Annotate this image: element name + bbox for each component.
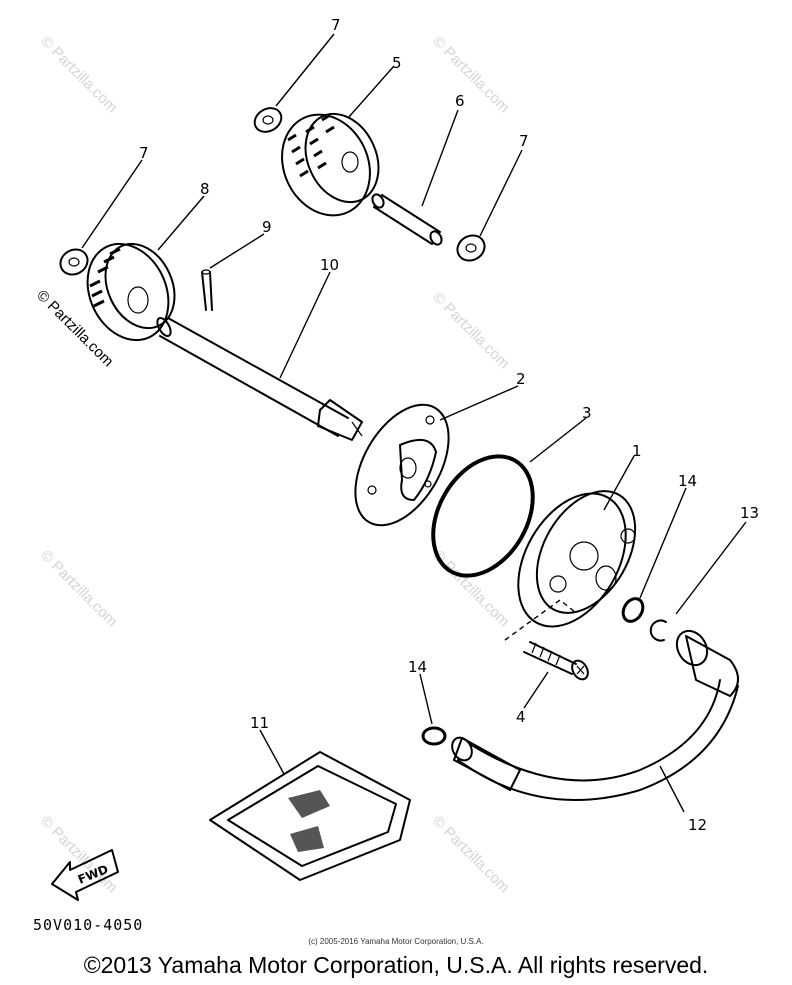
- copyright-notice: ©2013 Yamaha Motor Corporation, U.S.A. A…: [83, 952, 709, 978]
- small-copyright: (c) 2005-2016 Yamaha Motor Corporation, …: [308, 937, 484, 946]
- callout-1: 1: [632, 442, 642, 460]
- callout-8: 8: [200, 180, 210, 198]
- watermark-dark: © Partzilla.com: [33, 287, 116, 370]
- watermark: © Partzilla.com: [429, 289, 512, 372]
- washer-part-7-right: [456, 234, 486, 262]
- callout-5: 5: [392, 54, 402, 72]
- callout-9: 9: [262, 218, 272, 236]
- rotor-housing-part-1: [517, 490, 637, 628]
- pin-part-9: [201, 269, 213, 311]
- callouts: 7 5 6 7 7 8 9 10 2 3 1 14 13 4 14 11 12: [139, 16, 759, 834]
- callout-12: 12: [688, 816, 707, 834]
- o-ring-part-14-upper: [621, 597, 645, 623]
- washer-part-7-top: [253, 107, 283, 133]
- callout-4: 4: [516, 708, 526, 726]
- callout-2: 2: [516, 370, 526, 388]
- watermark: © Partzilla.com: [429, 33, 512, 116]
- gear-part-8: [86, 242, 176, 342]
- callout-14: 14: [408, 658, 427, 676]
- callout-3: 3: [582, 404, 592, 422]
- watermark: © Partzilla.com: [37, 547, 120, 630]
- callout-7: 7: [331, 16, 341, 34]
- watermark: © Partzilla.com: [37, 33, 120, 116]
- callout-6: 6: [455, 92, 465, 110]
- callout-7: 7: [519, 132, 529, 150]
- watermark: © Partzilla.com: [429, 813, 512, 896]
- watermarks: © Partzilla.com © Partzilla.com © Partzi…: [37, 33, 512, 896]
- callout-10: 10: [320, 256, 339, 274]
- callout-14: 14: [678, 472, 697, 490]
- plate-part-2: [354, 403, 450, 527]
- shaft-part-10: [156, 316, 363, 441]
- pipe-part-12: [451, 629, 739, 801]
- gear-part-5: [281, 112, 380, 217]
- o-ring-part-3: [431, 454, 535, 578]
- diagram-code: 50V010-4050: [33, 916, 144, 934]
- leader-lines: [81, 33, 747, 813]
- pin-part-6: [371, 193, 443, 246]
- callout-7: 7: [139, 144, 149, 162]
- o-ring-part-14-lower: [421, 726, 447, 746]
- strainer-part-11: [209, 751, 411, 881]
- assembly-line: [504, 599, 576, 641]
- callout-11: 11: [250, 714, 269, 732]
- watermark: © Partzilla.com: [429, 547, 512, 630]
- screw-part-4: [523, 641, 589, 681]
- washer-part-7-left: [59, 248, 89, 276]
- callout-13: 13: [740, 504, 759, 522]
- circlip-part-13: [649, 619, 667, 642]
